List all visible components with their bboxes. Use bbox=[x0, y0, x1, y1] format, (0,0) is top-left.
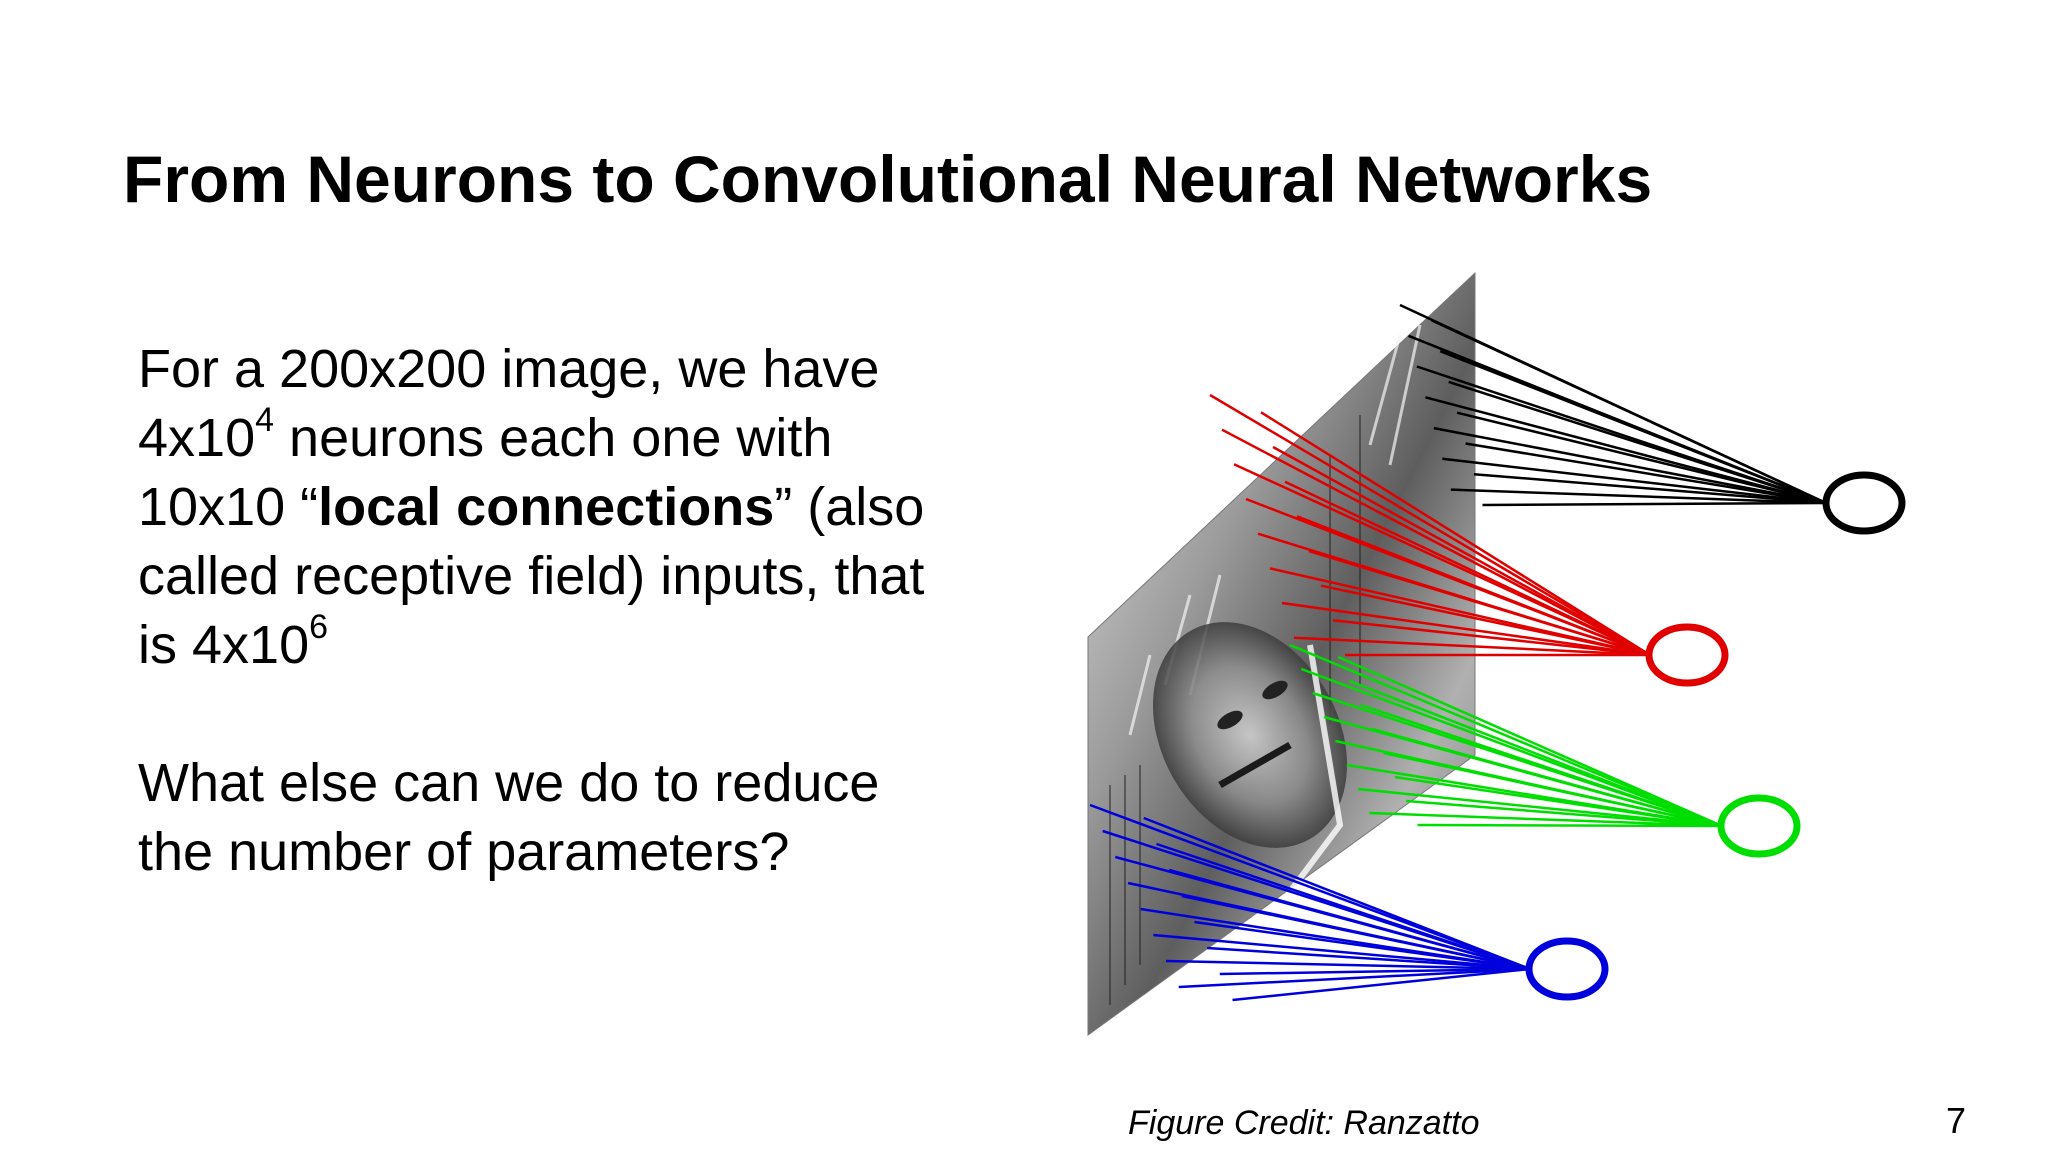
connection-line-red bbox=[1320, 584, 1651, 657]
connection-line-green bbox=[1394, 775, 1723, 828]
connection-line-green bbox=[1383, 751, 1723, 828]
connection-line-blue bbox=[1165, 959, 1531, 971]
connection-line-green bbox=[1371, 727, 1723, 828]
connection-line-blue bbox=[1181, 894, 1531, 971]
paragraph-gap bbox=[138, 680, 938, 749]
connection-line-red bbox=[1332, 619, 1651, 657]
body-text: For a 200x200 image, we have 4x104 neuro… bbox=[138, 335, 938, 887]
connection-line-red bbox=[1209, 393, 1651, 657]
connection-line-red bbox=[1284, 480, 1651, 657]
paragraph-question: What else can we do to reduce the number… bbox=[138, 753, 880, 882]
slide-number: 7 bbox=[1946, 1100, 1967, 1141]
connection-line-green bbox=[1337, 655, 1723, 828]
text-segment: ” (also called receptive field) inputs, … bbox=[138, 477, 925, 675]
connection-line-green bbox=[1406, 799, 1723, 828]
input-image-plane bbox=[1087, 271, 1476, 1036]
connection-line-black bbox=[1450, 488, 1827, 505]
text-segment: neurons each one with 10x10 “ bbox=[138, 408, 833, 537]
connection-line-green bbox=[1289, 643, 1723, 828]
connection-line-blue bbox=[1232, 967, 1531, 1002]
connection-line-blue bbox=[1219, 967, 1531, 976]
connection-line-green bbox=[1349, 679, 1723, 828]
connection-line-green bbox=[1417, 823, 1723, 828]
connection-line-black bbox=[1433, 426, 1827, 505]
connection-fans bbox=[1089, 303, 1827, 1002]
superscript-exponent: 4 bbox=[255, 401, 275, 439]
connection-line-green bbox=[1360, 703, 1723, 828]
output-neuron-red bbox=[1645, 623, 1729, 687]
connection-line-blue bbox=[1168, 868, 1531, 971]
paragraph-receptive-field: For a 200x200 image, we have 4x104 neuro… bbox=[138, 335, 938, 680]
connection-line-blue bbox=[1207, 946, 1531, 971]
connection-line-red bbox=[1296, 515, 1651, 657]
connection-line-red bbox=[1260, 411, 1651, 657]
figure-credit: Figure Credit: Ranzatto bbox=[1128, 1104, 1480, 1142]
connection-line-black bbox=[1448, 380, 1827, 505]
connection-line-blue bbox=[1194, 920, 1531, 971]
connection-line-black bbox=[1439, 350, 1827, 505]
connection-line-black bbox=[1442, 457, 1827, 505]
connection-line-black bbox=[1456, 411, 1827, 505]
connection-line-green bbox=[1369, 811, 1723, 828]
connection-line-black bbox=[1482, 501, 1827, 507]
text-segment: For a 200x200 image, we have 4x10 bbox=[138, 339, 880, 468]
cnn-local-connections-figure bbox=[1070, 265, 1940, 1045]
connection-line-red bbox=[1281, 601, 1651, 657]
output-neuron-blue bbox=[1525, 937, 1609, 1001]
connection-line-blue bbox=[1153, 933, 1531, 971]
connection-line-black bbox=[1473, 472, 1827, 505]
connection-line-green bbox=[1357, 787, 1723, 828]
connection-line-blue bbox=[1143, 816, 1531, 971]
connection-line-red bbox=[1221, 428, 1651, 657]
figure-svg bbox=[1087, 271, 1906, 1036]
connection-line-blue bbox=[1178, 967, 1531, 989]
connection-line-red bbox=[1308, 549, 1651, 657]
connection-line-red bbox=[1293, 636, 1651, 657]
output-neuron-green bbox=[1717, 794, 1801, 858]
output-neuron-black bbox=[1822, 471, 1906, 535]
connection-line-red bbox=[1272, 445, 1651, 657]
connection-line-black bbox=[1465, 442, 1827, 505]
superscript-exponent: 6 bbox=[309, 608, 329, 646]
connection-line-blue bbox=[1156, 842, 1531, 971]
connection-line-black bbox=[1431, 319, 1827, 505]
slide-title: From Neurons to Convolutional Neural Net… bbox=[123, 142, 1653, 216]
bold-term: local connections bbox=[318, 477, 775, 537]
